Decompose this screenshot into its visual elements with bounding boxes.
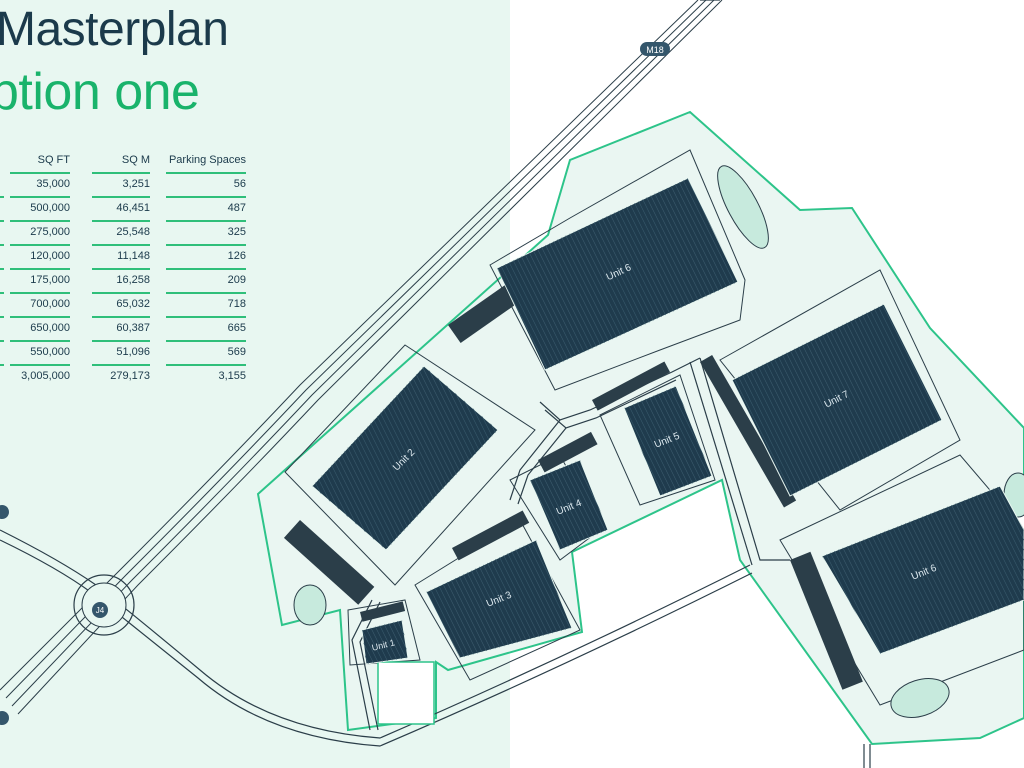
cell-parking: 56	[233, 178, 246, 190]
j4-marker: J4	[92, 602, 108, 618]
unit-7-building	[731, 303, 943, 497]
j4-label: J4	[96, 606, 105, 615]
cell-sq-m: 16,258	[116, 274, 150, 286]
cell-sq-ft: 35,000	[36, 178, 70, 190]
header-sq-m: SQ M	[121, 154, 150, 166]
total-sq-m: 279,173	[110, 370, 150, 382]
access-road	[0, 0, 871, 768]
cell-sq-m: 60,387	[116, 322, 150, 334]
cell-sq-ft: 500,000	[30, 202, 70, 214]
title-option-one: ption one	[0, 63, 200, 121]
header-parking: Parking Spaces	[168, 154, 246, 166]
cell-parking: 325	[227, 226, 246, 238]
m18-label: M18	[646, 45, 664, 55]
title-masterplan: Masterplan	[0, 3, 229, 56]
total-parking: 3,155	[218, 370, 246, 382]
cell-sq-ft: 120,000	[30, 250, 70, 262]
left-marker-top	[0, 505, 9, 519]
cell-parking: 718	[227, 298, 246, 310]
cell-sq-ft: 550,000	[30, 346, 70, 358]
unit-2-building	[311, 365, 499, 551]
left-marker-bottom	[0, 711, 9, 725]
cell-sq-ft: 175,000	[30, 274, 70, 286]
m18-marker: M18	[640, 42, 670, 56]
total-sq-ft: 3,005,000	[21, 370, 70, 382]
cell-sq-m: 3,251	[122, 178, 150, 190]
unit-6-top-building	[496, 177, 739, 371]
cell-sq-m: 46,451	[116, 202, 150, 214]
cell-parking: 665	[227, 322, 246, 334]
cell-sq-m: 25,548	[116, 226, 150, 238]
cell-parking: 569	[227, 346, 246, 358]
cell-sq-m: 11,148	[117, 250, 150, 262]
cell-sq-m: 65,032	[116, 298, 150, 310]
cell-sq-m: 51,096	[116, 346, 150, 358]
ponds	[293, 165, 1024, 718]
cell-parking: 209	[227, 274, 246, 286]
page-title: Masterplan ption one	[0, 0, 510, 140]
header-sq-ft: SQ FT	[37, 154, 70, 166]
cell-parking: 487	[227, 202, 246, 214]
motorway	[0, 0, 723, 715]
cell-sq-ft: 650,000	[30, 322, 70, 334]
cell-parking: 126	[227, 250, 246, 262]
unit-6-right-building	[821, 485, 1024, 655]
cell-sq-ft: 700,000	[30, 298, 70, 310]
yard-square	[377, 661, 435, 725]
cell-sq-ft: 275,000	[30, 226, 70, 238]
